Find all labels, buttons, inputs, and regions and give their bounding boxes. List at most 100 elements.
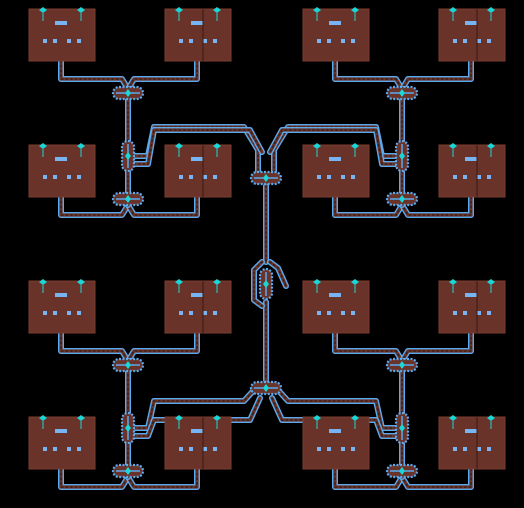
pin-marker [175, 143, 183, 149]
splitter-vertical [394, 139, 410, 173]
feed-network-traces [58, 58, 474, 490]
pin-marker [175, 7, 183, 13]
splitter-center-pin [263, 384, 269, 392]
pad-contact [55, 21, 67, 25]
pad-body [28, 8, 96, 62]
splitter-horizontal [249, 380, 283, 396]
pin-marker [487, 7, 495, 13]
splitter-center-pin [263, 174, 269, 182]
pad-contact [53, 311, 57, 315]
pad-contact [465, 157, 477, 161]
pad-contact [191, 157, 203, 161]
pad-body [438, 280, 506, 334]
pad-contact [477, 39, 481, 43]
pad-contact [67, 39, 71, 43]
pin-marker [77, 279, 85, 285]
pad-contact [463, 39, 467, 43]
splitter-horizontal [111, 463, 145, 479]
pad-contact [487, 39, 491, 43]
pin-marker [213, 415, 221, 421]
pad-contact [351, 175, 355, 179]
pad-contact [55, 293, 67, 297]
pad-contact [351, 39, 355, 43]
pad-contact [453, 311, 457, 315]
splitter-center-pin [399, 152, 405, 160]
pad-body [164, 144, 232, 198]
pin-marker [351, 7, 359, 13]
pad-contact [213, 39, 217, 43]
pad-contact [341, 311, 345, 315]
pin-marker [213, 143, 221, 149]
splitter-horizontal [385, 191, 419, 207]
splitter-vertical [258, 267, 274, 301]
pad-contact [189, 447, 193, 451]
pad-contact [213, 311, 217, 315]
pad-contact [67, 175, 71, 179]
pad-contact [77, 447, 81, 451]
pad-contact [189, 175, 193, 179]
pin-marker [449, 7, 457, 13]
patch-array [28, 7, 506, 470]
pin-marker [313, 279, 321, 285]
pin-marker [449, 143, 457, 149]
patch-pad [438, 143, 506, 198]
pad-contact [329, 21, 341, 25]
splitter-center-pin [399, 424, 405, 432]
pad-contact [327, 311, 331, 315]
pad-contact [317, 39, 321, 43]
pad-contact [341, 175, 345, 179]
pad-contact [463, 175, 467, 179]
patch-pad [164, 279, 232, 334]
pin-marker [77, 143, 85, 149]
pin-marker [175, 415, 183, 421]
pad-contact [351, 447, 355, 451]
splitter-center-pin [399, 89, 405, 97]
pad-contact [191, 21, 203, 25]
pad-contact [317, 447, 321, 451]
splitter-center-pin [125, 89, 131, 97]
splitter-horizontal [385, 463, 419, 479]
pin-marker [39, 279, 47, 285]
splitter-center-pin [399, 467, 405, 475]
pad-body [164, 416, 232, 470]
patch-pad [164, 7, 232, 62]
pad-contact [329, 157, 341, 161]
patch-pad [28, 143, 96, 198]
pad-contact [77, 311, 81, 315]
power-splitters [111, 85, 419, 479]
patch-pad [28, 279, 96, 334]
pin-marker [487, 415, 495, 421]
pad-contact [55, 429, 67, 433]
pad-contact [463, 311, 467, 315]
pad-contact [213, 447, 217, 451]
pad-contact [67, 447, 71, 451]
pad-contact [465, 293, 477, 297]
pad-contact [329, 429, 341, 433]
pad-contact [191, 429, 203, 433]
pad-contact [53, 175, 57, 179]
pin-marker [77, 415, 85, 421]
pad-contact [179, 311, 183, 315]
splitter-vertical [120, 139, 136, 173]
pad-contact [463, 447, 467, 451]
splitter-center-pin [399, 361, 405, 369]
pad-contact [341, 447, 345, 451]
pad-contact [77, 175, 81, 179]
pin-marker [213, 7, 221, 13]
pad-contact [53, 39, 57, 43]
splitter-center-pin [125, 424, 131, 432]
pad-contact [203, 39, 207, 43]
pad-contact [203, 447, 207, 451]
pad-contact [487, 447, 491, 451]
pad-body [28, 280, 96, 334]
pin-marker [487, 143, 495, 149]
pad-contact [203, 175, 207, 179]
pad-contact [487, 311, 491, 315]
splitter-horizontal [385, 357, 419, 373]
pad-contact [179, 447, 183, 451]
pin-marker [313, 415, 321, 421]
patch-pad [302, 7, 370, 62]
pad-contact [477, 447, 481, 451]
patch-pad [438, 279, 506, 334]
